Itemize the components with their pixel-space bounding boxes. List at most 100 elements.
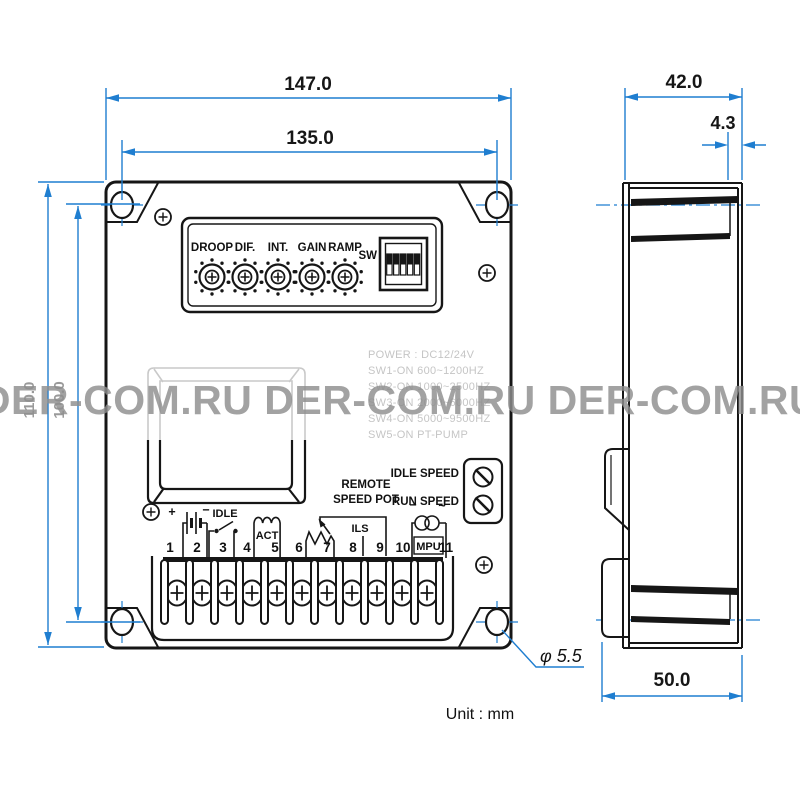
- dim-100-arrow-top: [74, 206, 82, 219]
- dim-135-arrow-left: [122, 148, 135, 156]
- spec-line-sw4: SW4-ON 5000~9500HZ: [368, 413, 490, 425]
- terminal-strip: [150, 556, 455, 642]
- idle-switch-contact-left: [214, 528, 219, 534]
- idle-speed-label: IDLE SPEED: [391, 468, 459, 480]
- run-speed-label: RUN SPEED: [392, 496, 459, 508]
- dim-147-lines: [105, 88, 512, 180]
- terminal-divider: [410, 559, 419, 625]
- terminal-numbers: 1 2 3 4 5 6 7 8 9 10 11: [166, 540, 453, 555]
- terminal-divider: [310, 559, 319, 625]
- dim-110-lines: [38, 181, 104, 648]
- battery-minus-sign: −: [202, 503, 209, 517]
- mpu-coil-right: [424, 515, 440, 531]
- spec-line-sw2: SW2-ON 1000~2500HZ: [368, 381, 490, 393]
- terminal-screw-10: [390, 579, 414, 607]
- dim-42-arrow-left: [625, 93, 638, 101]
- spec-line-power: POWER : DC12/24V: [368, 349, 475, 361]
- dim-100-arrow-bottom: [74, 607, 82, 620]
- panel-screw-bottom-left: [142, 503, 160, 521]
- terminal-number-7: 7: [323, 540, 331, 555]
- idle-speed-screw: [472, 466, 494, 488]
- dim-135-lines: [121, 140, 498, 200]
- dim-110-text: 110.0: [21, 382, 38, 419]
- terminal-divider: [435, 559, 444, 625]
- idle-switch-wires: [208, 520, 235, 558]
- terminal-divider: [185, 559, 194, 625]
- dim-100-lines: [66, 203, 140, 623]
- side-bottom-bracket-bar: [631, 585, 738, 595]
- dip-switch-3: [399, 253, 407, 276]
- terminal-screw-5: [265, 579, 289, 607]
- spec-line-sw3: SW3-ON 2000~6000HZ: [368, 397, 490, 409]
- pot-label-droop: DROOP: [191, 242, 234, 254]
- terminal-number-10: 10: [395, 540, 410, 555]
- terminal-screw-1: [165, 579, 189, 607]
- dim-42-text: 42.0: [666, 72, 703, 93]
- terminal-number-1: 1: [166, 540, 174, 555]
- terminal-screw-11: [415, 579, 439, 607]
- side-body-outline: [622, 182, 743, 649]
- dim-135-arrow-right: [484, 148, 497, 156]
- pot-label-gain: GAIN: [298, 242, 327, 254]
- ils-label: ILS: [351, 523, 368, 535]
- terminal-divider: [160, 559, 169, 625]
- front-view: DROOP DIF. INT. GAIN RAMP SW POWER : DC1…: [99, 180, 520, 650]
- side-upper-protrusion: [604, 448, 630, 531]
- mpu-coil-left: [414, 515, 430, 531]
- remote-pot-label-1: REMOTE: [341, 479, 391, 491]
- dim-147-arrow-left: [106, 94, 119, 102]
- panel-screw-top-left: [154, 208, 172, 226]
- dim-147-arrow-right: [498, 94, 511, 102]
- ils-bracket: [319, 516, 387, 556]
- terminal-divider: [210, 559, 219, 625]
- dim-50-arrow-right: [729, 692, 742, 700]
- side-top-bracket-bar: [631, 196, 738, 206]
- pot-label-dif: DIF.: [235, 242, 255, 254]
- terminal-tray: [150, 556, 455, 642]
- terminal-strip-top-bar: [163, 557, 443, 562]
- terminal-divider: [335, 559, 344, 625]
- actuator-label: ACT: [256, 530, 279, 542]
- spec-line-sw5: SW5-ON PT-PUMP: [368, 429, 468, 441]
- dim-135-text: 135.0: [286, 128, 334, 149]
- dip-switch-4: [406, 253, 414, 276]
- terminal-divider: [360, 559, 369, 625]
- run-speed-screw: [472, 494, 494, 516]
- dim-50-text: 50.0: [654, 670, 691, 691]
- terminal-divider: [235, 559, 244, 625]
- dip-switch-2: [392, 253, 400, 276]
- terminal-divider: [260, 559, 269, 625]
- dip-switch-label: SW: [358, 250, 377, 262]
- terminal-number-2: 2: [193, 540, 201, 555]
- hole-diameter-text: φ 5.5: [540, 646, 583, 666]
- side-top-bracket-bar-2: [631, 233, 730, 242]
- pot-label-int: INT.: [268, 242, 288, 254]
- idle-switch-label: IDLE: [212, 508, 237, 520]
- terminal-screw-7: [315, 579, 339, 607]
- terminal-number-11: 11: [439, 540, 454, 555]
- side-bottom-bracket-bar-2: [631, 616, 730, 625]
- terminal-number-3: 3: [219, 540, 227, 555]
- dip-switch-1: [386, 253, 393, 276]
- dim-50-arrow-left: [602, 692, 615, 700]
- panel-screw-bottom-right: [475, 556, 493, 574]
- pot-label-ramp: RAMP: [328, 242, 362, 254]
- dim-147-text: 147.0: [284, 74, 332, 95]
- mpu-minus-sign: −: [409, 498, 416, 512]
- battery-plus-sign: +: [168, 505, 175, 519]
- panel-screw-right: [478, 264, 496, 282]
- mpu-label-box: [413, 536, 444, 555]
- terminal-number-8: 8: [349, 540, 357, 555]
- spec-text-block: POWER : DC12/24V SW1-ON 600~1200HZ SW2-O…: [368, 349, 490, 441]
- dim-4-3-lines: [702, 132, 766, 180]
- dim-4-3-arrow-left: [715, 141, 728, 149]
- terminal-number-4: 4: [243, 540, 251, 555]
- bevel-window: [146, 367, 307, 505]
- mpu-ac-sign: ~: [438, 499, 445, 513]
- terminal-number-6: 6: [295, 540, 303, 555]
- battery-short-plates: [190, 518, 202, 528]
- dim-42-arrow-right: [729, 93, 742, 101]
- terminal-screw-2: [190, 579, 214, 607]
